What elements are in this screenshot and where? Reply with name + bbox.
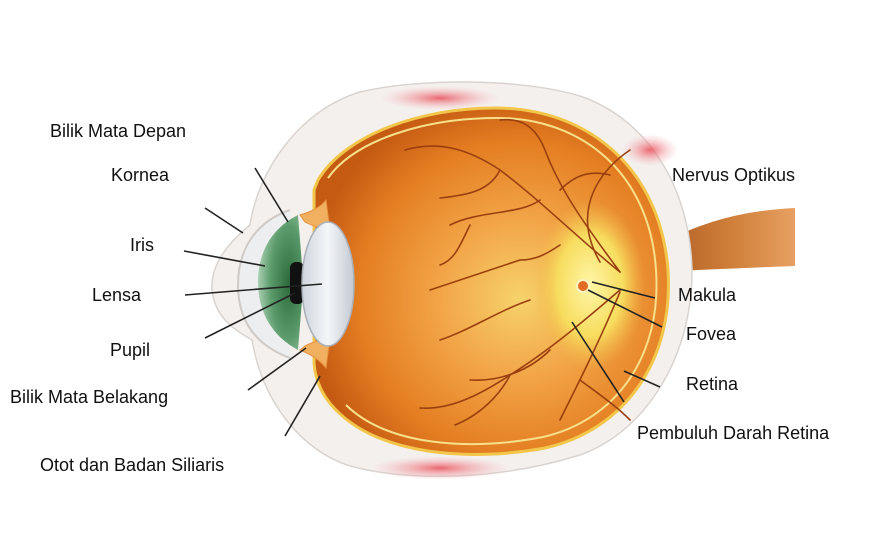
fovea-pit [577, 280, 589, 292]
label-bilik-mata-depan: Bilik Mata Depan [50, 122, 186, 140]
label-makula: Makula [678, 286, 736, 304]
label-lensa: Lensa [92, 286, 141, 304]
label-retina: Retina [686, 375, 738, 393]
label-pembuluh-darah-retina: Pembuluh Darah Retina [637, 424, 829, 442]
label-pupil: Pupil [110, 341, 150, 359]
label-iris: Iris [130, 236, 154, 254]
label-bilik-mata-belakang: Bilik Mata Belakang [10, 388, 168, 406]
macula-area [535, 200, 645, 370]
label-otot-badan-siliaris: Otot dan Badan Siliaris [40, 456, 224, 474]
lens [302, 222, 354, 346]
leader-kornea [205, 208, 243, 233]
sclera-vessel-top [380, 86, 500, 110]
label-nervus-optikus: Nervus Optikus [672, 166, 795, 184]
label-fovea: Fovea [686, 325, 736, 343]
sclera-vessel-bottom [370, 456, 510, 480]
label-kornea: Kornea [111, 166, 169, 184]
